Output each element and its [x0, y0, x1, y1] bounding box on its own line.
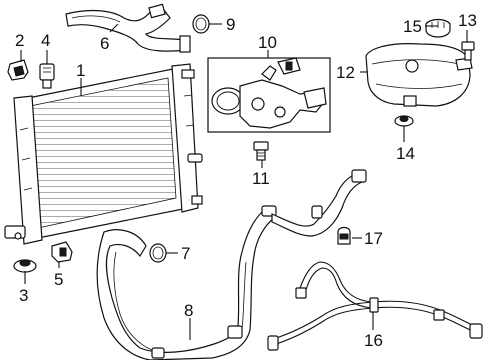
callout-6: 6 [100, 34, 109, 53]
callout-10: 10 [258, 33, 277, 52]
grommet-reservoir[interactable] [394, 115, 414, 127]
bolt-housing[interactable] [253, 141, 269, 161]
callout-15: 15 [403, 17, 422, 36]
callout-14: 14 [396, 144, 415, 163]
callout-2: 2 [15, 31, 24, 50]
o-ring-lower[interactable] [149, 243, 167, 263]
radiator[interactable] [4, 63, 203, 245]
reservoir-cap[interactable] [425, 18, 451, 38]
leader-lines [20, 23, 468, 340]
callout-16: 16 [364, 331, 383, 350]
callout-8: 8 [184, 301, 193, 320]
bolt-reservoir[interactable] [461, 41, 475, 61]
callout-4: 4 [41, 31, 50, 50]
callout-9: 9 [226, 15, 235, 34]
grommet-lower[interactable] [13, 259, 37, 273]
bypass-hose[interactable] [271, 169, 367, 237]
callout-12: 12 [336, 63, 355, 82]
bracket[interactable] [7, 59, 29, 81]
o-ring-upper[interactable] [192, 14, 210, 34]
callout-3: 3 [19, 286, 28, 305]
callout-17: 17 [364, 229, 383, 248]
callout-11: 11 [252, 169, 270, 188]
lower-hose[interactable] [96, 205, 277, 360]
coolant-reservoir[interactable] [365, 43, 473, 107]
overflow-hose[interactable] [267, 261, 483, 351]
clip-left[interactable] [51, 241, 73, 263]
drain-plug[interactable] [39, 63, 55, 89]
callout-13: 13 [458, 11, 477, 30]
callouts: 1 2 3 4 5 6 7 8 9 10 11 12 13 14 15 16 1… [15, 11, 477, 350]
upper-hose[interactable] [65, 3, 191, 53]
callout-5: 5 [54, 270, 63, 289]
clip-right[interactable] [337, 226, 351, 245]
callout-1: 1 [76, 61, 85, 80]
callout-7: 7 [181, 244, 190, 263]
thermostat-housing[interactable] [207, 57, 331, 133]
